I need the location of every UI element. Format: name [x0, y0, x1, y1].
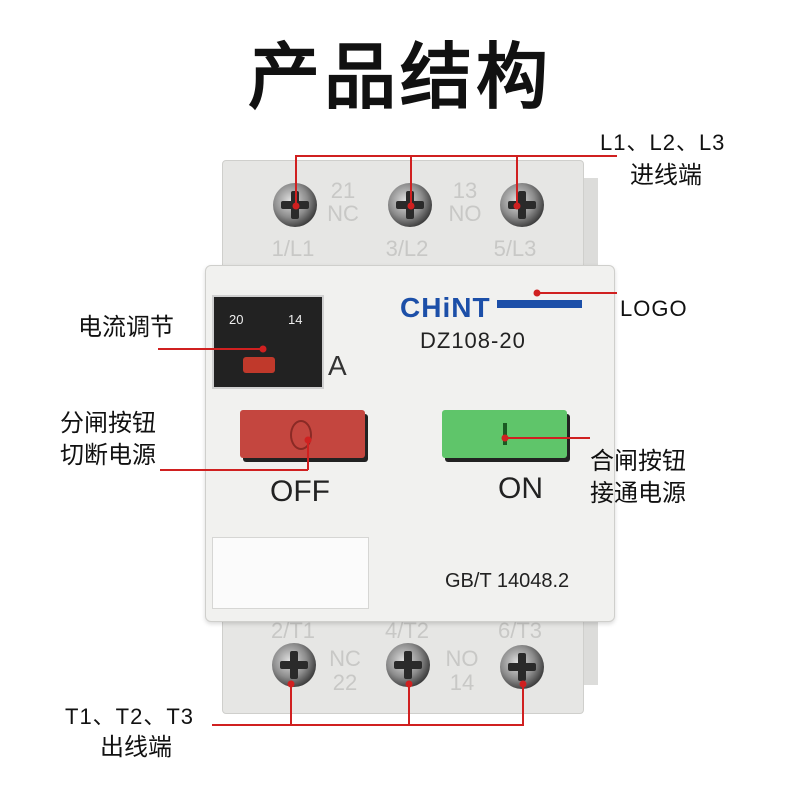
leader-off-button-horizontal [160, 469, 308, 471]
off-button-annotation-line2: 切断电源 [60, 441, 156, 469]
blank-label-area [212, 537, 369, 609]
leader-dot-l2 [407, 202, 415, 210]
brand-logo: CHiNT [400, 292, 491, 323]
off-label: OFF [270, 475, 330, 508]
bottom-screw-t1-icon [272, 643, 316, 687]
leader-input-horizontal [295, 155, 617, 157]
on-symbol-icon [503, 423, 507, 445]
on-label: ON [498, 472, 543, 505]
leader-logo [537, 292, 617, 294]
output-terminals-title: T1、T2、T3 [65, 704, 195, 729]
bottom-screw-t2-icon [386, 643, 430, 687]
dial-max-value: 14 [288, 312, 303, 327]
top-terminal-2-label: 3/L2 [385, 236, 429, 261]
brand-logo-bar [497, 300, 582, 308]
leader-dot-current-adjust [259, 345, 267, 353]
on-button-annotation-line2: 接通电源 [590, 479, 686, 507]
leader-output-t1 [290, 684, 292, 726]
bottom-terminal-3-type: NO [445, 646, 479, 671]
bottom-terminal-3-label: 6/T3 [497, 618, 543, 643]
leader-dot-off-button [304, 436, 312, 444]
current-dial [212, 295, 324, 389]
leader-input-l1 [295, 155, 297, 206]
top-terminal-1-number: 21 [330, 178, 356, 203]
leader-dot-t2 [405, 680, 413, 688]
leader-dot-l3 [513, 202, 521, 210]
off-button-annotation-line1: 分闸按钮 [60, 409, 156, 437]
dial-knob[interactable] [243, 357, 275, 373]
leader-dot-logo [533, 289, 541, 297]
dial-unit: A [328, 350, 347, 381]
leader-dot-l1 [292, 202, 300, 210]
leader-input-l2 [410, 155, 412, 206]
leader-output-t3 [522, 684, 524, 726]
model-number: DZ108-20 [420, 328, 526, 353]
top-terminal-3-label: 5/L3 [493, 236, 537, 261]
top-terminal-1-type: NC [327, 201, 359, 226]
leader-output-t2 [408, 684, 410, 726]
top-terminal-3-number: 13 [452, 178, 478, 203]
bottom-terminal-2-number: 22 [332, 670, 358, 695]
leader-dot-on-button [501, 434, 509, 442]
top-screw-l3-icon [500, 183, 544, 227]
current-adjust-annotation: 电流调节 [78, 313, 174, 341]
bottom-terminal-1-label: 2/T1 [270, 618, 316, 643]
leader-dot-t1 [287, 680, 295, 688]
output-terminals-desc: 出线端 [100, 733, 172, 761]
on-button-annotation-line1: 合闸按钮 [590, 447, 686, 475]
leader-on-button [505, 437, 590, 439]
bottom-terminal-3-number: 14 [449, 670, 475, 695]
bottom-terminal-2-label: 4/T2 [384, 618, 430, 643]
top-terminal-1-label: 1/L1 [271, 236, 315, 261]
leader-current-adjust [158, 348, 263, 350]
page-title: 产品结构 [247, 35, 552, 119]
dial-min-value: 20 [229, 312, 244, 327]
leader-input-l3 [516, 155, 518, 206]
standard-number: GB/T 14048.2 [445, 570, 570, 592]
bottom-terminal-2-type: NC [329, 646, 361, 671]
top-terminal-3-type: NO [448, 201, 482, 226]
logo-annotation: LOGO [620, 296, 688, 321]
leader-off-button-vertical [307, 440, 309, 470]
leader-output-horizontal [212, 724, 524, 726]
leader-dot-t3 [519, 680, 527, 688]
input-terminals-desc: 进线端 [630, 161, 702, 189]
off-symbol-icon [290, 420, 312, 450]
input-terminals-title: L1、L2、L3 [600, 130, 726, 155]
